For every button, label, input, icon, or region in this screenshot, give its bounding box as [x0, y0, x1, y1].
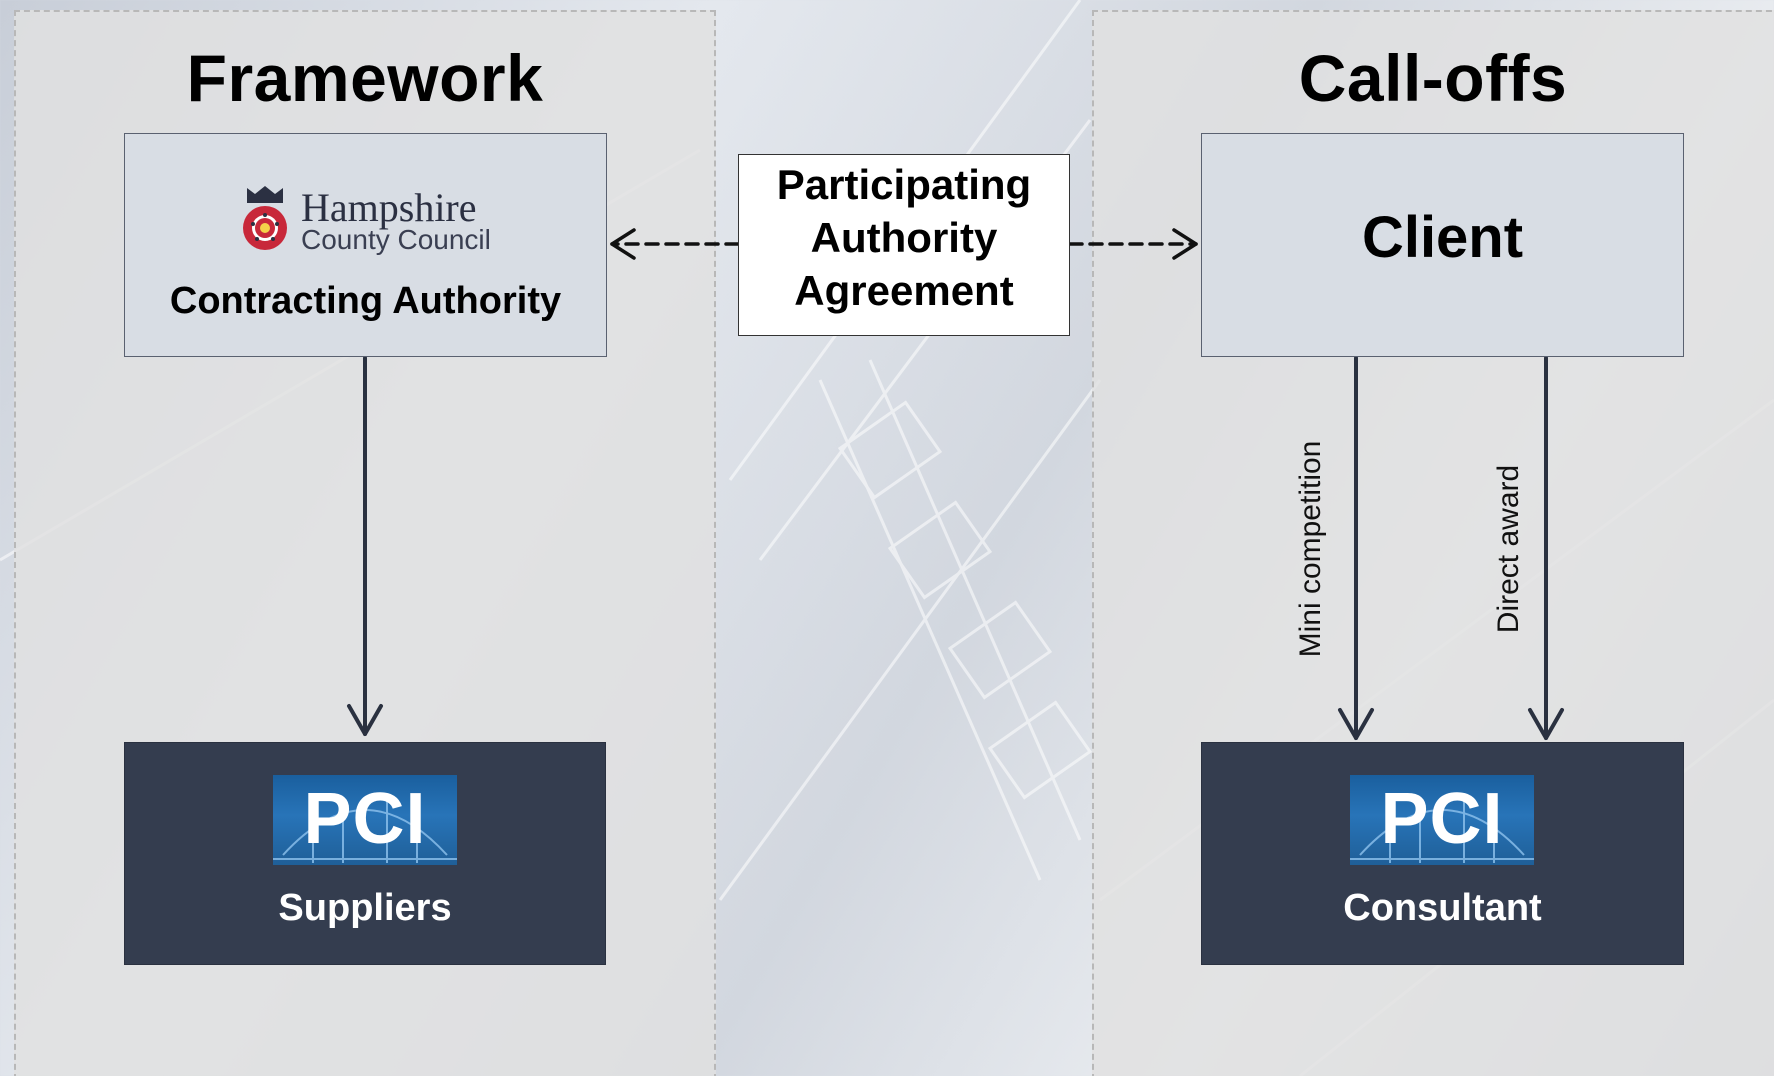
- contracting-authority-label: Contracting Authority: [169, 280, 562, 322]
- pci-logo-text: PCI: [303, 779, 427, 859]
- rose-crown-icon: [243, 186, 287, 250]
- agreement-line-3: Agreement: [794, 267, 1014, 314]
- hampshire-county-council-logo: Hampshire County Council: [237, 184, 497, 255]
- pci-logo: PCI: [1350, 775, 1534, 865]
- agreement-line-1: Participating: [776, 161, 1032, 208]
- framework-title: Framework: [186, 41, 544, 115]
- hcc-logo-name: Hampshire: [301, 185, 477, 230]
- calloffs-title: Call-offs: [1298, 41, 1568, 115]
- client-box: Client: [1201, 133, 1684, 357]
- client-label: Client: [1361, 205, 1524, 270]
- pci-logo-text: PCI: [1380, 779, 1504, 859]
- suppliers-box: PCI Suppliers: [124, 742, 606, 965]
- contracting-authority-box: Hampshire County Council Contracting Aut…: [124, 133, 607, 357]
- consultant-box: PCI Consultant: [1201, 742, 1684, 965]
- suppliers-label: Suppliers: [278, 887, 452, 929]
- pci-logo: PCI: [273, 775, 457, 865]
- direct-award-label: Direct award: [1492, 464, 1525, 634]
- hcc-logo-subtitle: County Council: [301, 224, 491, 255]
- mini-competition-label: Mini competition: [1294, 440, 1327, 658]
- participating-authority-agreement-box: Participating Authority Agreement: [738, 154, 1070, 336]
- consultant-label: Consultant: [1343, 887, 1542, 929]
- agreement-line-2: Authority: [810, 214, 998, 261]
